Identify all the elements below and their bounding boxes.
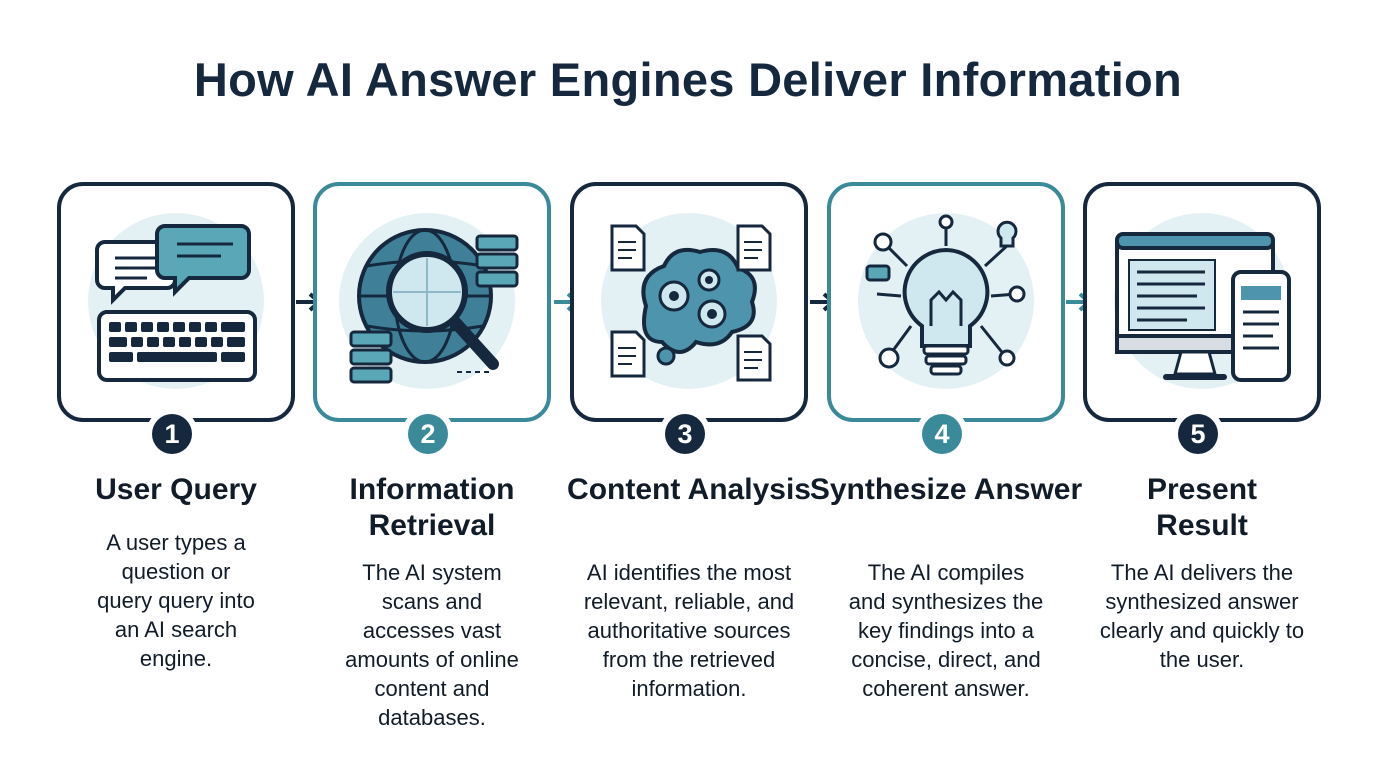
step-5-card bbox=[1083, 182, 1321, 422]
step-heading: User Query bbox=[95, 473, 257, 506]
step-heading: Information Retrieval bbox=[349, 473, 515, 542]
step-4-card bbox=[827, 182, 1065, 422]
step-description: The AI delivers the synthesized answer c… bbox=[1099, 560, 1305, 672]
step-heading: Synthesize Answer bbox=[809, 473, 1083, 506]
step-description: AI identifies the most relevant, reliabl… bbox=[583, 560, 795, 701]
step-number: 3 bbox=[665, 414, 705, 454]
step-1-card bbox=[57, 182, 295, 422]
lightbulb-network-icon bbox=[858, 213, 1034, 389]
step-description: A user types a question or query query i… bbox=[97, 530, 255, 671]
brain-gears-documents-icon bbox=[601, 213, 777, 389]
step-3-card bbox=[570, 182, 808, 422]
globe-magnifier-database-icon bbox=[339, 213, 519, 389]
step-description: The AI compiles and synthesizes the key … bbox=[848, 560, 1044, 701]
step-number: 5 bbox=[1178, 414, 1218, 454]
monitor-phone-icon bbox=[1114, 213, 1291, 389]
step-heading: Content Analysis bbox=[567, 473, 811, 506]
page-title: How AI Answer Engines Deliver Informatio… bbox=[193, 53, 1183, 106]
step-2-card bbox=[313, 182, 551, 422]
step-number: 4 bbox=[922, 414, 962, 454]
step-number: 1 bbox=[152, 414, 192, 454]
step-number: 2 bbox=[408, 414, 448, 454]
step-heading: Present Result bbox=[1146, 473, 1258, 542]
chat-keyboard-icon bbox=[88, 213, 264, 389]
step-description: The AI system scans and accesses vast am… bbox=[345, 560, 519, 730]
